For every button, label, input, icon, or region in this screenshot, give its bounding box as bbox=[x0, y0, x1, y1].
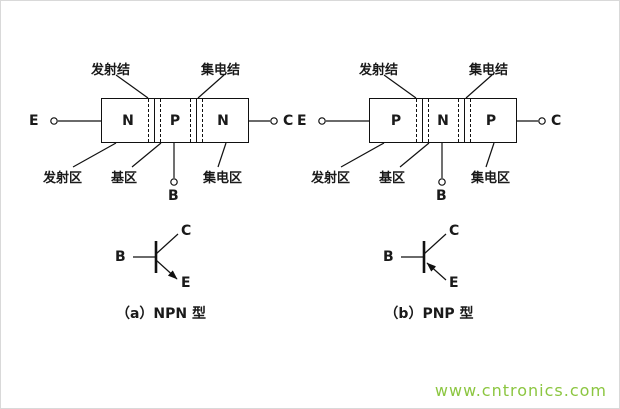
region-collector: N bbox=[217, 112, 229, 129]
diagram-caption: （b）PNP 型 bbox=[384, 306, 474, 322]
symbol-emitter-label: E bbox=[449, 275, 459, 291]
symbol-collector-label: C bbox=[449, 223, 460, 239]
emitter-junction-label: 发射结 bbox=[91, 63, 131, 78]
diagram-caption: （a）NPN 型 bbox=[115, 306, 206, 322]
collector-region-label: 集电区 bbox=[203, 171, 243, 186]
junction-depletion-line bbox=[458, 99, 459, 142]
semiconductor-body: P N P bbox=[369, 98, 517, 143]
terminal-c-label: C bbox=[283, 113, 294, 129]
junction-depletion-line bbox=[470, 99, 471, 142]
emitter-junction-label: 发射结 bbox=[359, 63, 399, 78]
region-collector: P bbox=[485, 112, 497, 129]
symbol-collector-label: C bbox=[181, 223, 192, 239]
junction-depletion-line bbox=[148, 99, 149, 142]
region-base: P bbox=[169, 112, 181, 129]
terminal-b-label: B bbox=[436, 188, 447, 204]
symbol-base-label: B bbox=[115, 249, 126, 265]
junction-boundary-line bbox=[154, 99, 155, 142]
emitter-region-label: 发射区 bbox=[311, 171, 351, 186]
junction-boundary-line bbox=[196, 99, 197, 142]
collector-junction-label: 集电结 bbox=[201, 63, 241, 78]
pnp-connection-lines bbox=[318, 74, 546, 281]
collector-region-label: 集电区 bbox=[471, 171, 511, 186]
terminal-e-label: E bbox=[297, 113, 307, 129]
region-base: N bbox=[437, 112, 449, 129]
npn-structure-diagram: 发射结 集电结 N P N E C B 发射区 基区 集电区 B C E （a）… bbox=[11, 45, 311, 375]
site-watermark: www.cntronics.com bbox=[434, 381, 607, 400]
junction-boundary-line bbox=[422, 99, 423, 142]
junction-boundary-line bbox=[464, 99, 465, 142]
npn-connection-lines bbox=[50, 74, 278, 280]
junction-depletion-line bbox=[202, 99, 203, 142]
junction-depletion-line bbox=[190, 99, 191, 142]
base-region-label: 基区 bbox=[379, 171, 406, 186]
symbol-emitter-label: E bbox=[181, 275, 191, 291]
region-emitter: N bbox=[122, 112, 134, 129]
collector-junction-label: 集电结 bbox=[469, 63, 509, 78]
region-emitter: P bbox=[390, 112, 402, 129]
semiconductor-body: N P N bbox=[101, 98, 249, 143]
emitter-region-label: 发射区 bbox=[43, 171, 83, 186]
terminal-e-label: E bbox=[29, 113, 39, 129]
junction-depletion-line bbox=[416, 99, 417, 142]
base-region-label: 基区 bbox=[111, 171, 138, 186]
pnp-structure-diagram: 发射结 集电结 P N P E C B 发射区 基区 集电区 B C E （b）… bbox=[279, 45, 579, 375]
terminal-b-label: B bbox=[168, 188, 179, 204]
symbol-base-label: B bbox=[383, 249, 394, 265]
terminal-c-label: C bbox=[551, 113, 562, 129]
junction-depletion-line bbox=[428, 99, 429, 142]
junction-depletion-line bbox=[160, 99, 161, 142]
